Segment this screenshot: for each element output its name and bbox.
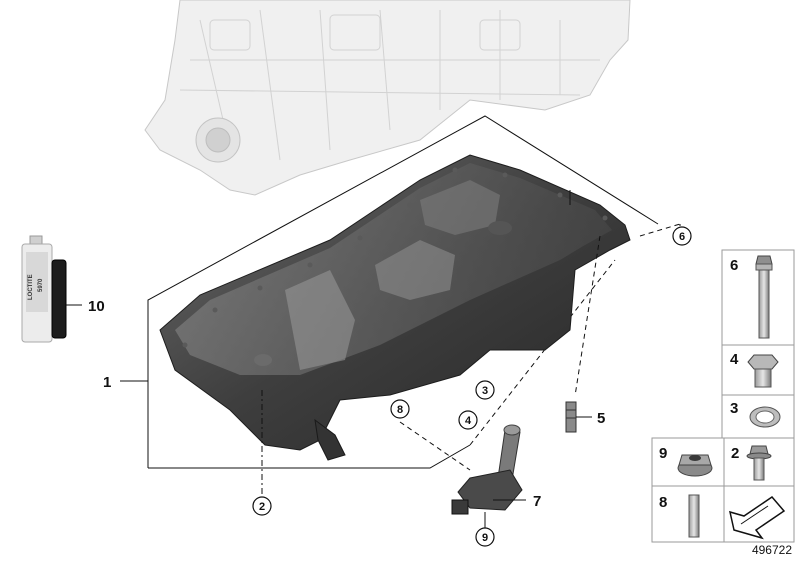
parts-grid: [651, 249, 795, 543]
circled-callout-9: 9: [475, 527, 495, 547]
grid-label-3: 3: [730, 400, 738, 417]
svg-text:8: 8: [397, 404, 403, 416]
circled-callout-2: 2: [252, 496, 272, 516]
circled-callout-3: 3: [475, 380, 495, 400]
sealant-code-label: 5970: [38, 278, 44, 292]
engine-block-illustration: [144, 0, 631, 196]
sealant-tube-illustration: LOCTITE 5970: [21, 235, 67, 343]
circled-callout-8: 8: [390, 399, 410, 419]
arrow-symbol-icon: [728, 496, 786, 540]
circled-callout-6: 6: [672, 226, 692, 246]
diagram-id: 496722: [752, 543, 792, 557]
callout-7: 7: [533, 493, 541, 510]
drain-part-illustration: [565, 401, 577, 433]
grid-label-6: 6: [730, 257, 738, 274]
svg-text:2: 2: [259, 501, 265, 513]
sealing-ring-illustration: [749, 406, 781, 428]
oil-pan-illustration: [159, 154, 631, 461]
grid-label-8: 8: [659, 494, 667, 511]
grid-label-4: 4: [730, 351, 739, 368]
grid-label-2: 2: [731, 445, 739, 462]
sealant-brand-label: LOCTITE: [28, 274, 34, 300]
long-bolt-illustration: [755, 255, 773, 339]
oil-level-sensor-illustration: [451, 424, 523, 515]
svg-text:3: 3: [482, 385, 488, 397]
callout-5: 5: [597, 410, 605, 427]
callout-1: 1: [103, 374, 111, 391]
svg-text:9: 9: [482, 532, 488, 544]
drain-plug-illustration: [747, 354, 779, 388]
callout-10: 10: [88, 298, 105, 315]
flange-bolt-illustration: [746, 445, 772, 481]
leader-lines: [66, 190, 681, 530]
stud-illustration: [688, 494, 700, 538]
oil-pan-bracket-outline: [147, 115, 681, 469]
svg-text:4: 4: [465, 415, 472, 427]
circled-callout-4: 4: [458, 410, 478, 430]
svg-text:6: 6: [679, 231, 685, 243]
flange-nut-illustration: [677, 454, 713, 477]
grid-label-9: 9: [659, 445, 667, 462]
